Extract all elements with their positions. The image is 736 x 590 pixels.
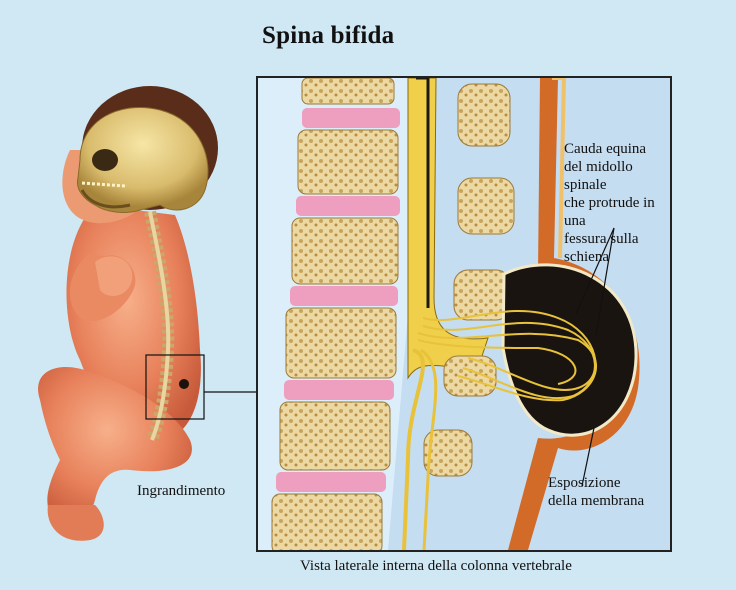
disc <box>302 108 400 128</box>
defect-mark <box>179 379 189 389</box>
vertebra <box>298 130 398 194</box>
enlarged-view-panel: Cauda equina del midollo spinale che pro… <box>256 76 672 552</box>
disc <box>276 472 386 492</box>
cauda-equina-label: Cauda equina del midollo spinale che pro… <box>564 140 670 266</box>
foot <box>48 505 104 541</box>
vertebra <box>302 78 394 104</box>
vertebra <box>286 308 396 378</box>
membrane-label: Esposizione della membrana <box>548 474 644 510</box>
disc <box>284 380 394 400</box>
eye-orbit <box>92 149 118 171</box>
spinous-process <box>444 356 496 396</box>
vertebra <box>280 402 390 470</box>
magnification-label: Ingrandimento <box>137 482 225 500</box>
vertebra <box>272 494 382 550</box>
diagram-title: Spina bifida <box>262 22 394 50</box>
disc <box>290 286 398 306</box>
infant-illustration <box>0 0 260 590</box>
disc <box>296 196 400 216</box>
vertebra <box>292 218 398 284</box>
spinous-process <box>458 84 510 146</box>
spinous-process <box>458 178 514 234</box>
figure-caption: Vista laterale interna della colonna ver… <box>300 557 572 575</box>
